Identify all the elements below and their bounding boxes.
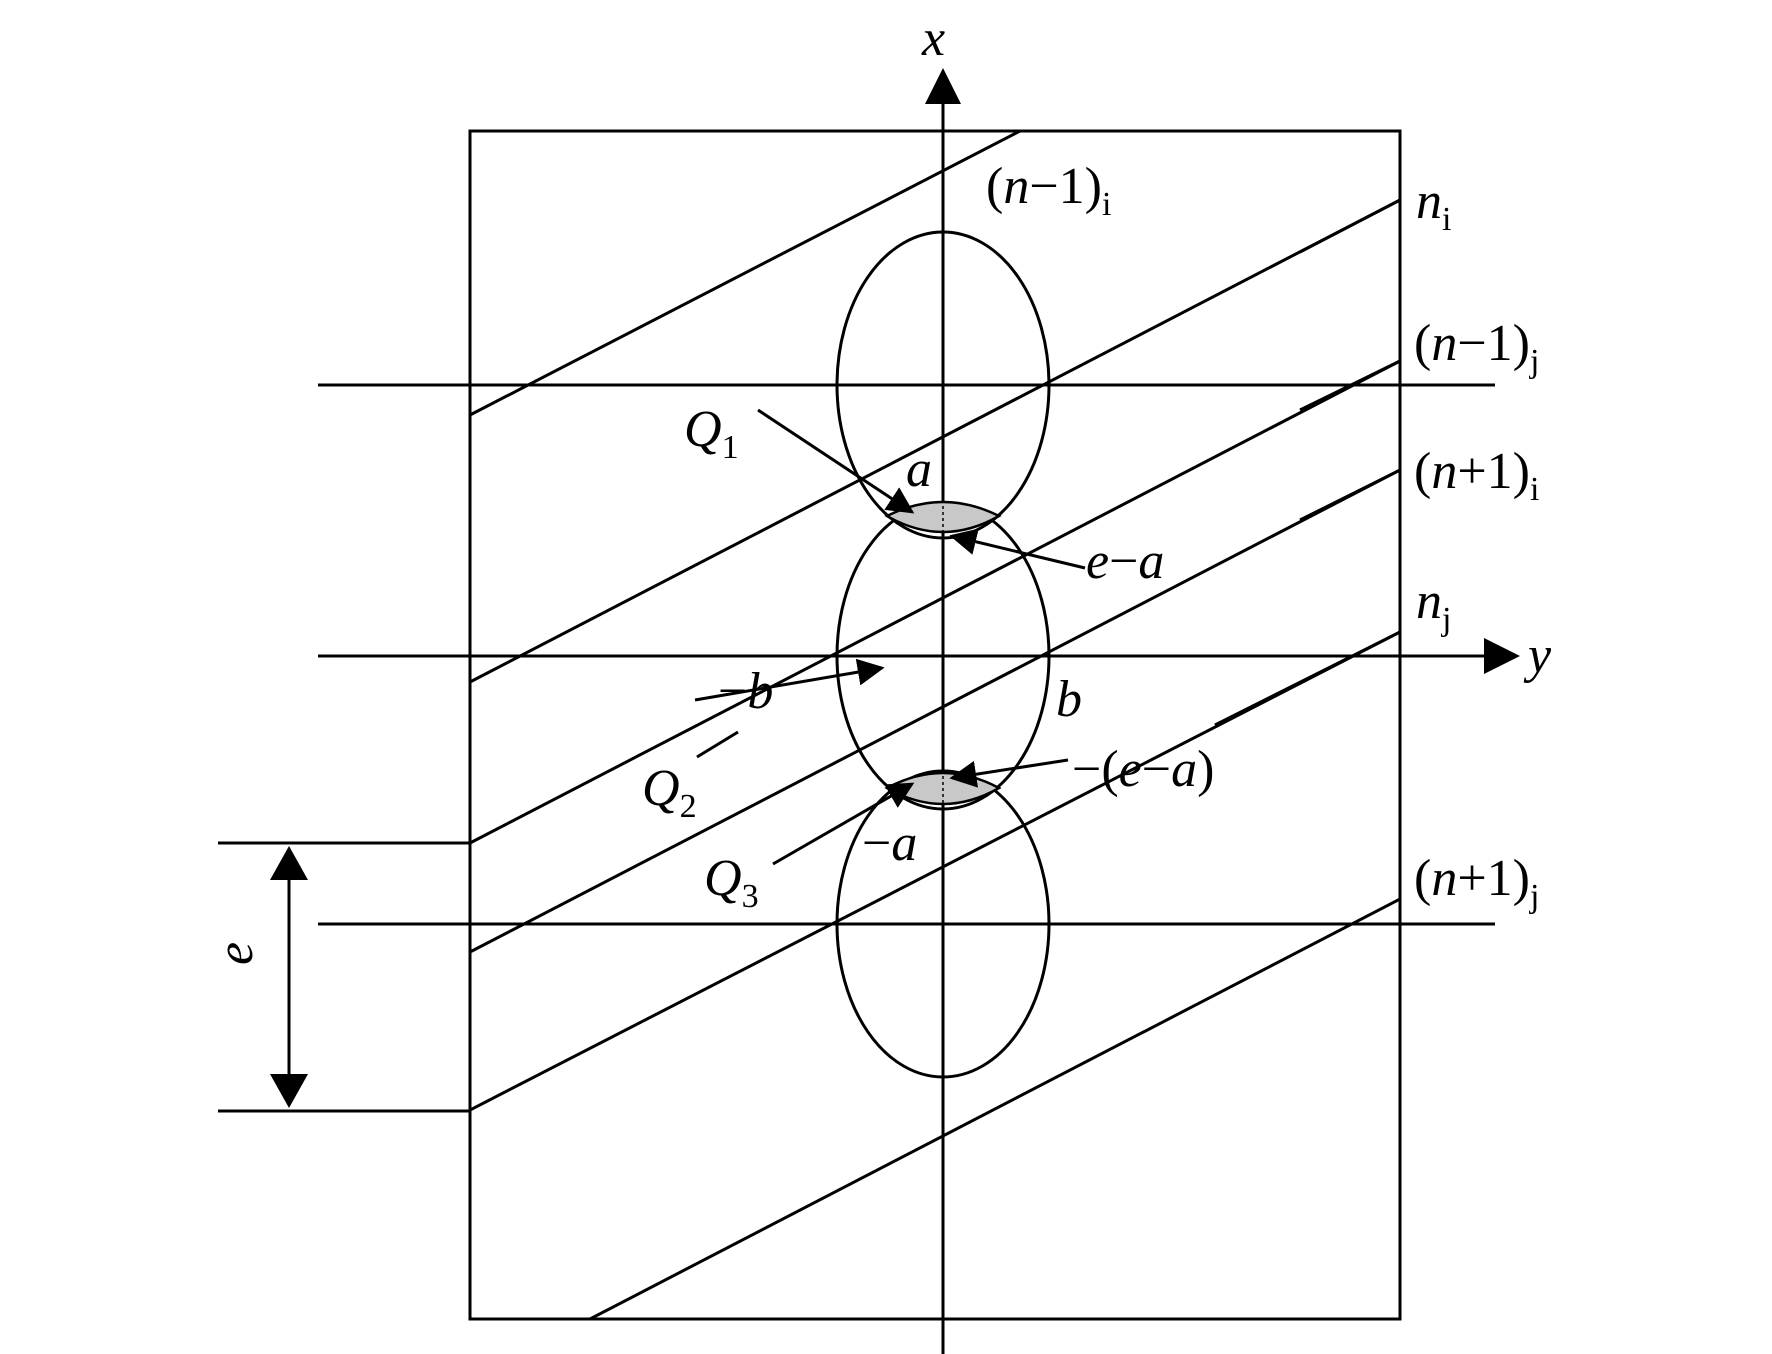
minus-b-pointer <box>694 658 885 702</box>
label-e-dimension: e <box>207 942 264 965</box>
label-n-plus-1-i: (n+1)i <box>1414 443 1539 508</box>
leader-segment-right <box>1214 630 1401 727</box>
frame-rectangle <box>468 129 1402 1321</box>
label-minus-a: −a <box>862 815 917 872</box>
minus-e-minus-a-pointer <box>949 758 1069 788</box>
label-a: a <box>906 441 932 498</box>
diagonal-line-n-i <box>470 198 1400 684</box>
x-axis-arrowhead <box>925 68 961 104</box>
dimension-e-arrow-top <box>270 846 308 880</box>
label-b: b <box>1056 671 1082 728</box>
q3-pointer <box>772 782 915 866</box>
label-minus-b: −b <box>718 663 773 720</box>
label-minus-e-minus-a: −(e−a) <box>1072 741 1214 798</box>
label-n-j: nj <box>1416 573 1451 638</box>
y-axis-arrowhead <box>1484 638 1520 674</box>
label-q2: Q2 <box>642 760 697 825</box>
q2-pointer <box>696 730 739 759</box>
diagonal-lines <box>470 131 1400 1319</box>
diagonal-line-n-j-diag <box>470 630 1400 1112</box>
label-q1: Q1 <box>684 401 739 466</box>
diagonal-line-n-minus-1-j-diag <box>470 359 1400 845</box>
e-minus-a-pointer <box>949 528 1086 570</box>
y-axis-label: y <box>1523 627 1552 684</box>
dimension-e-arrow-bottom <box>270 1074 308 1108</box>
label-n-plus-1-j: (n+1)j <box>1414 850 1539 915</box>
leader-n-i <box>1299 198 1401 254</box>
label-n-minus-1-i: (n−1)i <box>986 158 1111 223</box>
ellipse-top <box>835 230 1051 540</box>
q1-pointer <box>757 408 915 514</box>
label-n-i: ni <box>1416 173 1451 238</box>
label-n-minus-1-j: (n−1)j <box>1414 315 1539 380</box>
diagonal-line-bottom <box>589 897 1400 1319</box>
diagonal-line-n-plus-1-i <box>470 468 1400 954</box>
leader-n-plus-1-i <box>1299 468 1401 522</box>
diagonal-line-n-minus-1-i <box>470 131 1021 417</box>
overlap-region-upper <box>884 500 1002 534</box>
label-q3: Q3 <box>704 850 759 915</box>
x-axis-label: x <box>921 10 945 67</box>
label-e-minus-a: e−a <box>1086 533 1164 590</box>
